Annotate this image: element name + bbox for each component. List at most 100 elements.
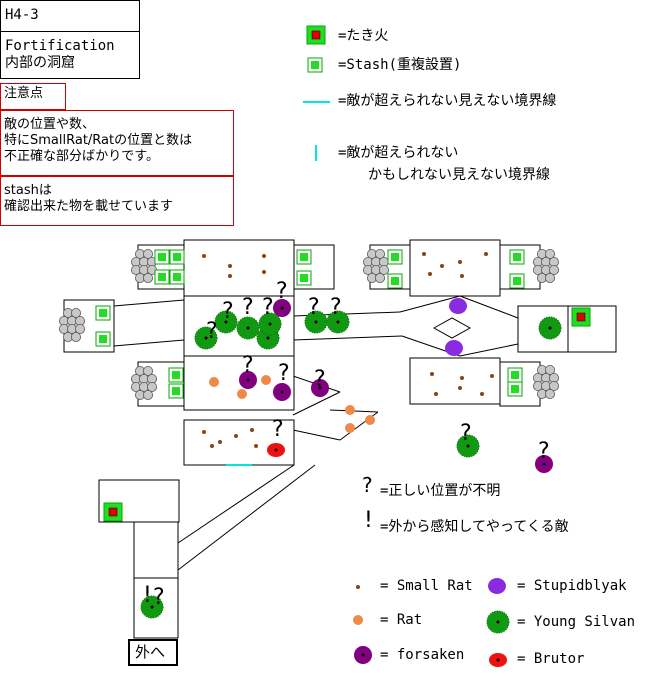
rock-icon — [545, 248, 556, 259]
young-silvan-marker-dot — [336, 320, 340, 324]
room — [183, 419, 295, 466]
legend-forsaken-label: = forsaken — [380, 647, 465, 663]
stupid-marker — [488, 578, 506, 594]
unknown-position-mark: ? — [242, 295, 254, 320]
young-silvan-marker-dot — [266, 336, 270, 340]
stupid-marker — [445, 340, 463, 356]
rat-marker — [237, 389, 247, 399]
notes-heading-box: 注意点 — [0, 83, 66, 110]
room — [409, 239, 501, 297]
notes-heading: 注意点 — [4, 86, 44, 101]
small-rat-marker — [250, 428, 254, 432]
stash-icon-fill — [172, 371, 180, 379]
corridor-line — [177, 464, 316, 571]
stash-icon-fill — [513, 277, 521, 285]
stash-icon-fill — [391, 253, 399, 261]
young-silvan-marker-dot — [496, 620, 500, 624]
map-title-line1: Fortification — [5, 38, 115, 54]
stash-icon-fill — [311, 61, 319, 69]
young-silvan-marker-dot — [268, 322, 272, 326]
corridor-line — [113, 299, 185, 307]
small-rat-marker — [428, 272, 432, 276]
legend-question-label: =正しい位置が不明 — [380, 483, 501, 499]
bonfire-icon-center — [311, 30, 321, 40]
corridor-line — [292, 429, 341, 441]
legend-maybe-wall-label-1: =敵が超えられない — [338, 145, 459, 161]
legend-young-silvan-label: = Young Silvan — [517, 614, 636, 630]
rat-marker — [345, 423, 355, 433]
rock-icon — [71, 331, 82, 342]
small-rat-marker — [202, 254, 206, 258]
young-silvan-marker-dot — [466, 444, 470, 448]
legend-question-glyph: ? — [362, 473, 373, 497]
stupid-marker — [449, 298, 467, 314]
small-rat-marker — [262, 270, 266, 274]
unknown-position-mark: ? — [206, 319, 218, 344]
forsaken-marker-dot — [542, 462, 546, 466]
rock-icon — [545, 364, 556, 375]
stash-icon-fill — [158, 253, 166, 261]
notes-stash-box: stashは 確認出来た物を載せています — [0, 176, 234, 226]
rock-icon — [545, 272, 556, 283]
small-rat-marker — [440, 264, 444, 268]
rock-icon — [545, 388, 556, 399]
small-rat-marker — [458, 386, 462, 390]
unknown-position-mark: ? — [308, 295, 320, 320]
small-rat-marker — [422, 252, 426, 256]
exit-label: 外へ — [135, 643, 166, 661]
unknown-position-mark: ? — [460, 421, 472, 446]
corridor-line — [459, 343, 519, 357]
rock-icon — [374, 248, 385, 259]
rock-icon — [549, 380, 560, 391]
small-rat-marker — [484, 252, 488, 256]
small-rat-marker — [210, 444, 214, 448]
notes-body-line: 敵の位置や数、 — [4, 117, 96, 132]
legend-wall-label: =敵が超えられない見えない境界線 — [338, 93, 557, 109]
notes-body-line: 特にSmallRat/Ratの位置と数は — [4, 133, 193, 148]
room — [409, 357, 501, 405]
forsaken-marker-dot — [246, 378, 250, 382]
rock-icon — [71, 307, 82, 318]
rock-icon — [75, 323, 86, 334]
legend-bonfire-label: =たき火 — [338, 28, 389, 44]
young-silvan-marker-dot — [246, 326, 250, 330]
legend-maybe-wall-label-2: かもしれない見えない境界線 — [368, 167, 550, 183]
stash-icon-fill — [99, 309, 107, 317]
map-title-line2: 内部の洞窟 — [5, 55, 75, 71]
legend-exclaim-label: =外から感知してやってくる敵 — [380, 519, 569, 535]
young-silvan-marker-dot — [548, 326, 552, 330]
young-silvan-marker-dot — [224, 320, 228, 324]
corridor-line — [399, 295, 461, 313]
map-code-box: H4-3 — [0, 0, 140, 32]
rock-icon — [142, 272, 153, 283]
stash-icon-fill — [391, 277, 399, 285]
outside-aggro-mark: ! — [143, 583, 152, 608]
young-silvan-marker-dot — [204, 336, 208, 340]
bonfire-icon-center — [108, 507, 118, 517]
corridor-line — [292, 335, 403, 341]
notes-body-box: 敵の位置や数、 特にSmallRat/Ratの位置と数は 不正確な部分ばかりです… — [0, 110, 234, 176]
rat-marker — [365, 415, 375, 425]
small-rat-marker — [262, 254, 266, 258]
forsaken-marker-dot — [318, 386, 322, 390]
stash-icon-fill — [511, 385, 519, 393]
small-rat-marker — [460, 274, 464, 278]
rock-icon — [378, 264, 389, 275]
unknown-position-mark: ? — [222, 299, 234, 324]
unknown-position-mark: ? — [538, 439, 550, 464]
legend-small-rat-label: = Small Rat — [380, 578, 473, 594]
legend-stupid-label: = Stupidblyak — [517, 578, 627, 594]
rock-icon — [374, 272, 385, 283]
small-rat-marker — [458, 260, 462, 264]
rock-icon — [142, 248, 153, 259]
unknown-position-mark: ? — [314, 367, 326, 392]
unknown-position-mark: ? — [276, 279, 288, 304]
rock-icon — [142, 365, 153, 376]
exit-box: 外へ — [128, 639, 178, 666]
forsaken-marker-dot — [361, 653, 365, 657]
small-rat-marker — [480, 392, 484, 396]
notes-body-line: 不正確な部分ばかりです。 — [4, 149, 159, 164]
young-silvan-marker-dot — [314, 320, 318, 324]
corridor-line — [177, 464, 295, 544]
